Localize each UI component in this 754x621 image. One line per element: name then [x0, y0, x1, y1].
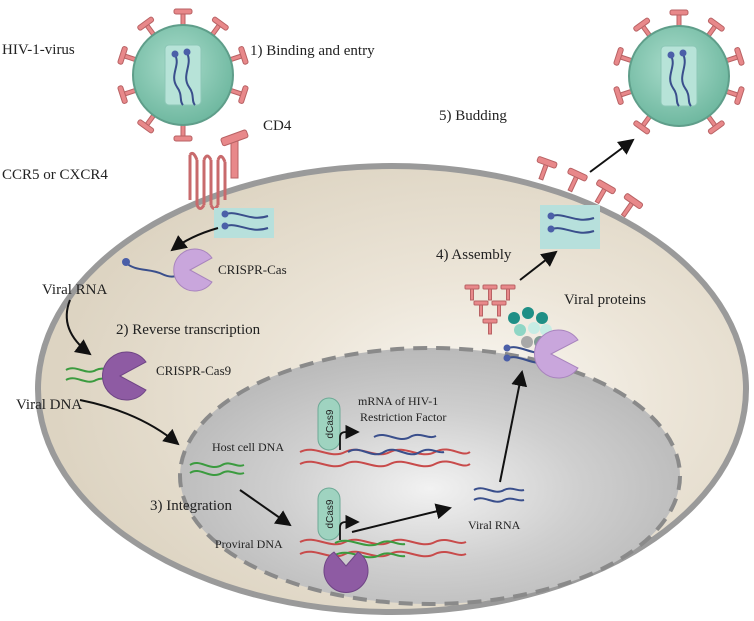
rt-arrow — [65, 299, 92, 356]
nuclear-viral-dna — [189, 462, 245, 476]
dcas9-top: dCas9 — [317, 397, 341, 451]
host-cell-dna-label: Host cell DNA — [212, 440, 284, 454]
reverse-transcription-label: 2) Reverse transcription — [116, 322, 261, 338]
budding-capsid — [540, 205, 600, 249]
viral-proteins-label: Viral proteins — [564, 292, 646, 308]
budding-arrow — [589, 138, 635, 173]
entry-capsid — [214, 208, 274, 238]
mrna-label-line2: Restriction Factor — [360, 410, 447, 424]
crispr-cas-label: CRISPR-Cas — [218, 262, 287, 277]
coreceptor-label: CCR5 or CXCR4 — [2, 167, 108, 183]
assembly-to-bud-arrow — [519, 250, 558, 281]
crispr-cas-icon — [173, 248, 213, 292]
nuclear-viral-rna — [473, 487, 525, 503]
budding-label: 5) Budding — [439, 108, 507, 124]
hiv-virus-right — [613, 9, 745, 135]
transcription-arrow-top — [339, 424, 360, 450]
nuclear-import-arrow — [79, 399, 180, 446]
mrna-restriction-factor — [373, 433, 437, 440]
export-arrow — [351, 503, 452, 533]
entry-arrow — [170, 227, 219, 252]
assembly-label: 4) Assembly — [436, 247, 512, 263]
crispr-cas-assembly-icon — [534, 329, 579, 379]
proviral-dna-label: Proviral DNA — [215, 537, 283, 551]
transcription-arrow-bottom — [339, 514, 360, 540]
dcas9-top-label: dCas9 — [325, 409, 336, 438]
hiv-virus-label: HIV-1-virus — [2, 42, 75, 58]
cd4-label: CD4 — [263, 118, 292, 134]
dcas9-bottom: dCas9 — [317, 487, 341, 541]
env-proteins — [464, 284, 516, 335]
crispr-cas9-icon — [102, 351, 147, 401]
viral-rna-label: Viral RNA — [42, 282, 108, 298]
nucleus — [178, 346, 682, 606]
assembly-up-arrow — [499, 370, 528, 483]
crispr-cas9-label: CRISPR-Cas9 — [156, 363, 232, 378]
crispr-cas9-nuclear-icon — [323, 551, 369, 593]
integration-arrow — [239, 489, 292, 527]
host-cell-dna — [299, 448, 471, 468]
integration-label: 3) Integration — [150, 498, 233, 514]
coreceptor — [188, 151, 227, 210]
viral-dna-label: Viral DNA — [16, 397, 83, 413]
budding-spikes — [536, 156, 644, 218]
virus-spikes — [117, 8, 249, 142]
dcas9-bottom-label: dCas9 — [325, 499, 336, 528]
binding-entry-label: 1) Binding and entry — [250, 43, 375, 59]
viral-rna-nuclear-label: Viral RNA — [468, 518, 521, 532]
cd4-receptor — [220, 129, 249, 179]
mrna-label-line1: mRNA of HIV-1 — [358, 394, 439, 408]
hiv-virus-left — [117, 8, 249, 142]
